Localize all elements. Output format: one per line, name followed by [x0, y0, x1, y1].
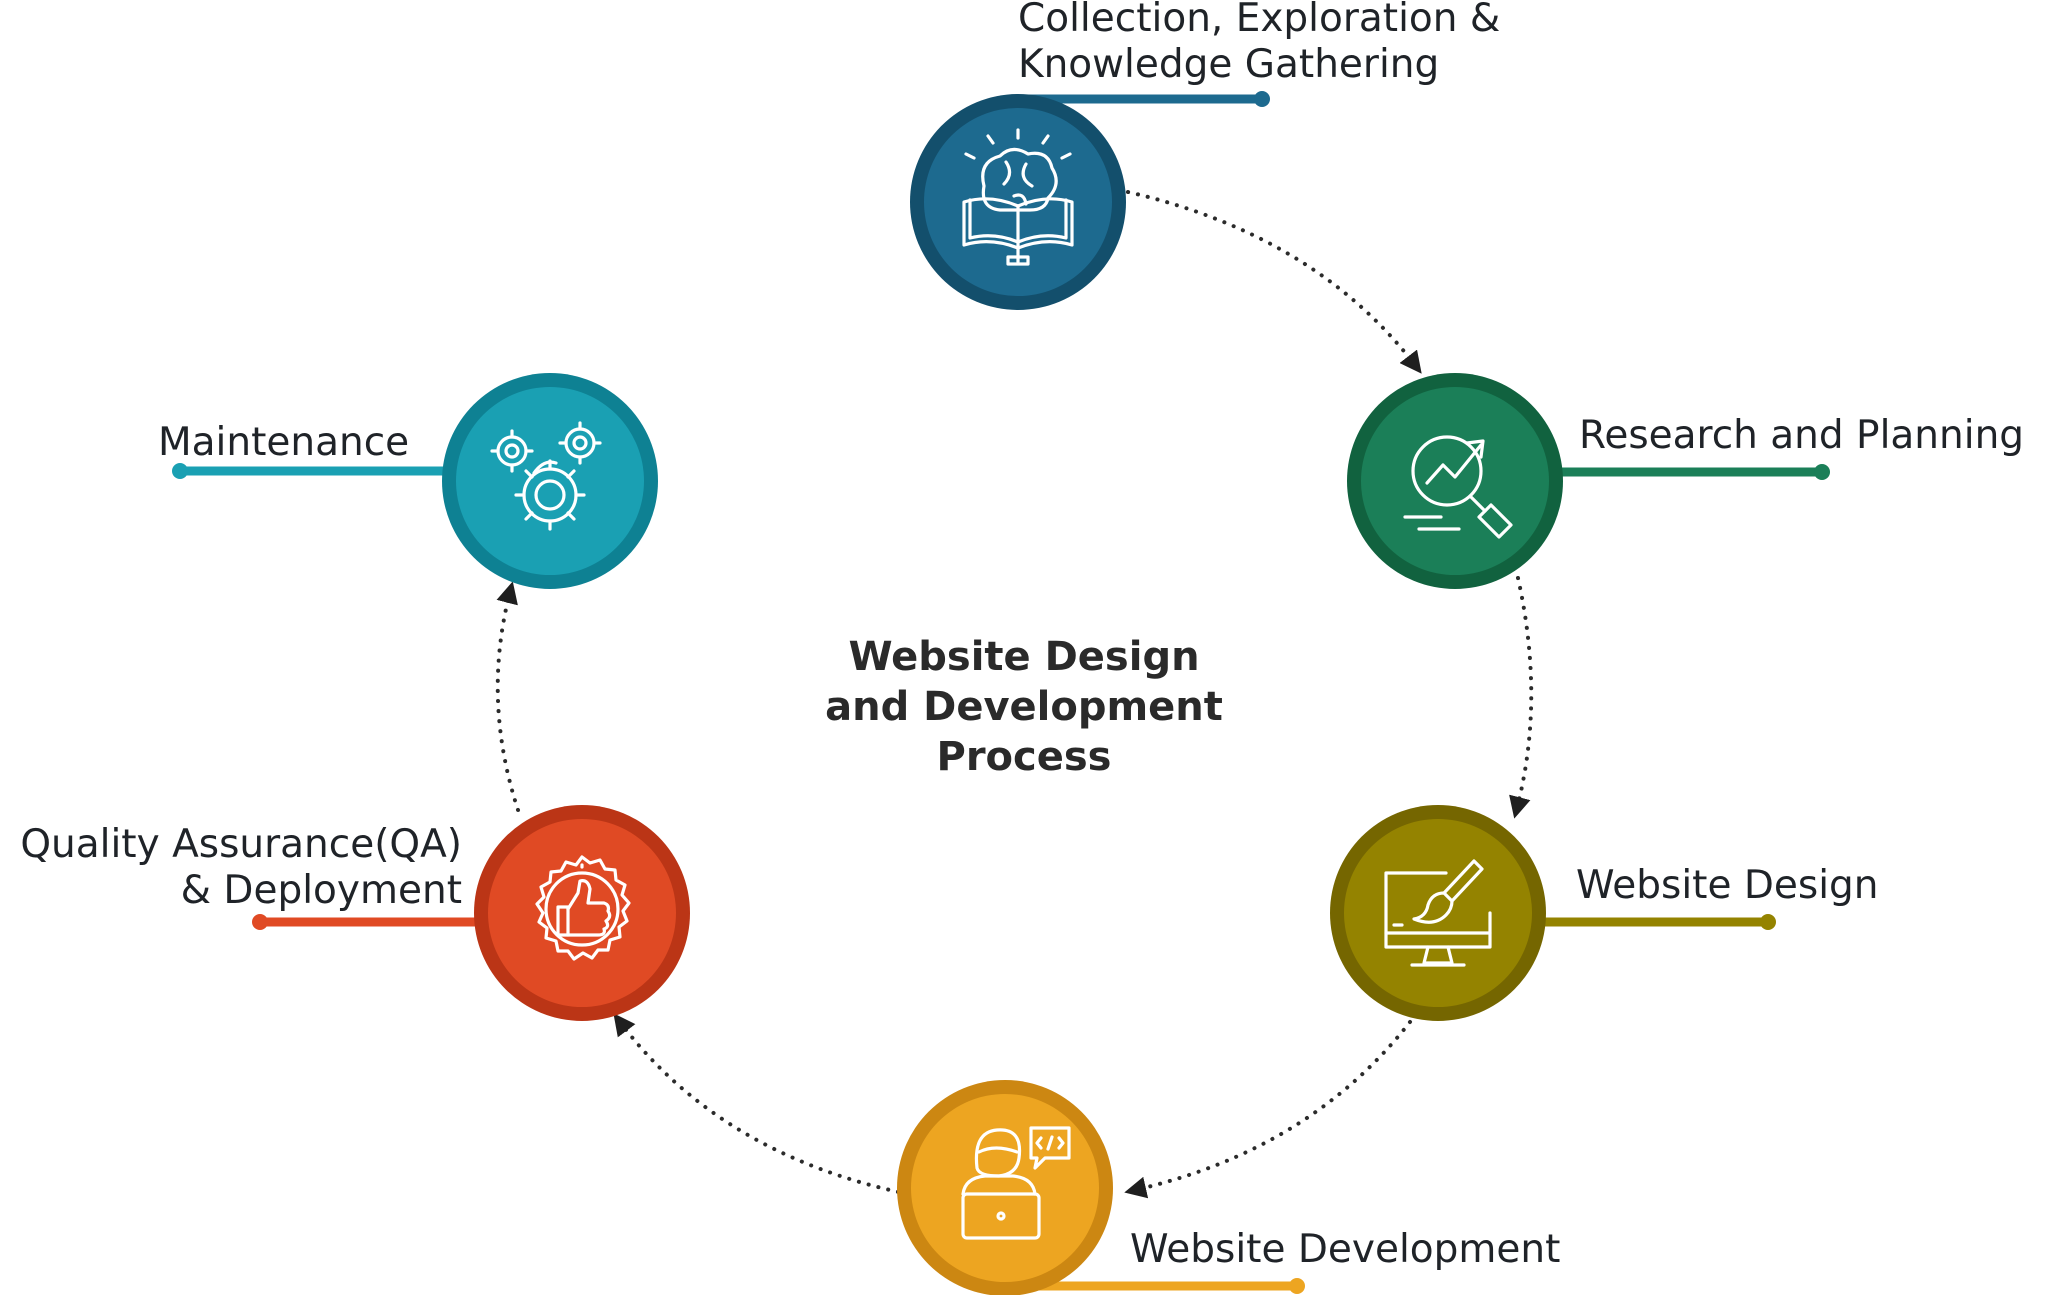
step-label-research: Research and Planning [1579, 413, 2024, 458]
connector-development-to-qa [613, 1013, 910, 1196]
step-qa: Quality Assurance(QA) & Deployment [20, 805, 690, 1021]
leader-dot [1760, 914, 1776, 930]
center-title-line-3: Process [937, 734, 1112, 780]
chart-magnifier-icon [1403, 435, 1513, 539]
connector-design-to-development [1124, 1020, 1412, 1199]
step-label-qa-line-2: & Deployment [181, 868, 462, 913]
step-circle-inner [488, 819, 676, 1007]
step-label-collection-line-2: Knowledge Gathering [1018, 42, 1439, 87]
connector-collection-to-research [1126, 190, 1422, 374]
step-design: Website Design [1330, 805, 1879, 1021]
connectors [495, 190, 1534, 1199]
step-label-design: Website Design [1576, 863, 1879, 908]
leader-dot [252, 914, 268, 930]
thumbs-up-badge-icon [535, 855, 631, 961]
step-collection: Collection, Exploration & Knowledge Gath… [910, 0, 1500, 310]
step-circle-inner [1344, 819, 1532, 1007]
step-circle-inner [911, 1094, 1099, 1282]
leader-dot [1814, 464, 1830, 480]
step-label-maintenance: Maintenance [158, 420, 409, 465]
leader-dot [172, 463, 188, 479]
gears-icon [490, 421, 602, 531]
monitor-brush-icon [1384, 859, 1492, 967]
step-research: Research and Planning [1347, 373, 2024, 589]
center-title-line-2: and Development [825, 684, 1223, 730]
leader-dot [1289, 1278, 1305, 1294]
step-development: Website Development [897, 1080, 1560, 1295]
step-label-development: Website Development [1130, 1227, 1560, 1272]
brain-book-icon [962, 128, 1074, 266]
connector-qa-to-maintenance [495, 581, 520, 812]
step-maintenance: Maintenance [158, 373, 658, 589]
step-label-qa-line-1: Quality Assurance(QA) [20, 822, 462, 867]
leader-dot [1254, 91, 1270, 107]
developer-laptop-icon [961, 1126, 1071, 1240]
center-title-line-1: Website Design [848, 634, 1199, 680]
step-label-collection-line-1: Collection, Exploration & [1018, 0, 1500, 41]
connector-research-to-design [1509, 576, 1534, 819]
step-circle-inner [1361, 387, 1549, 575]
center-title: Website Design and Development Process [825, 634, 1223, 780]
